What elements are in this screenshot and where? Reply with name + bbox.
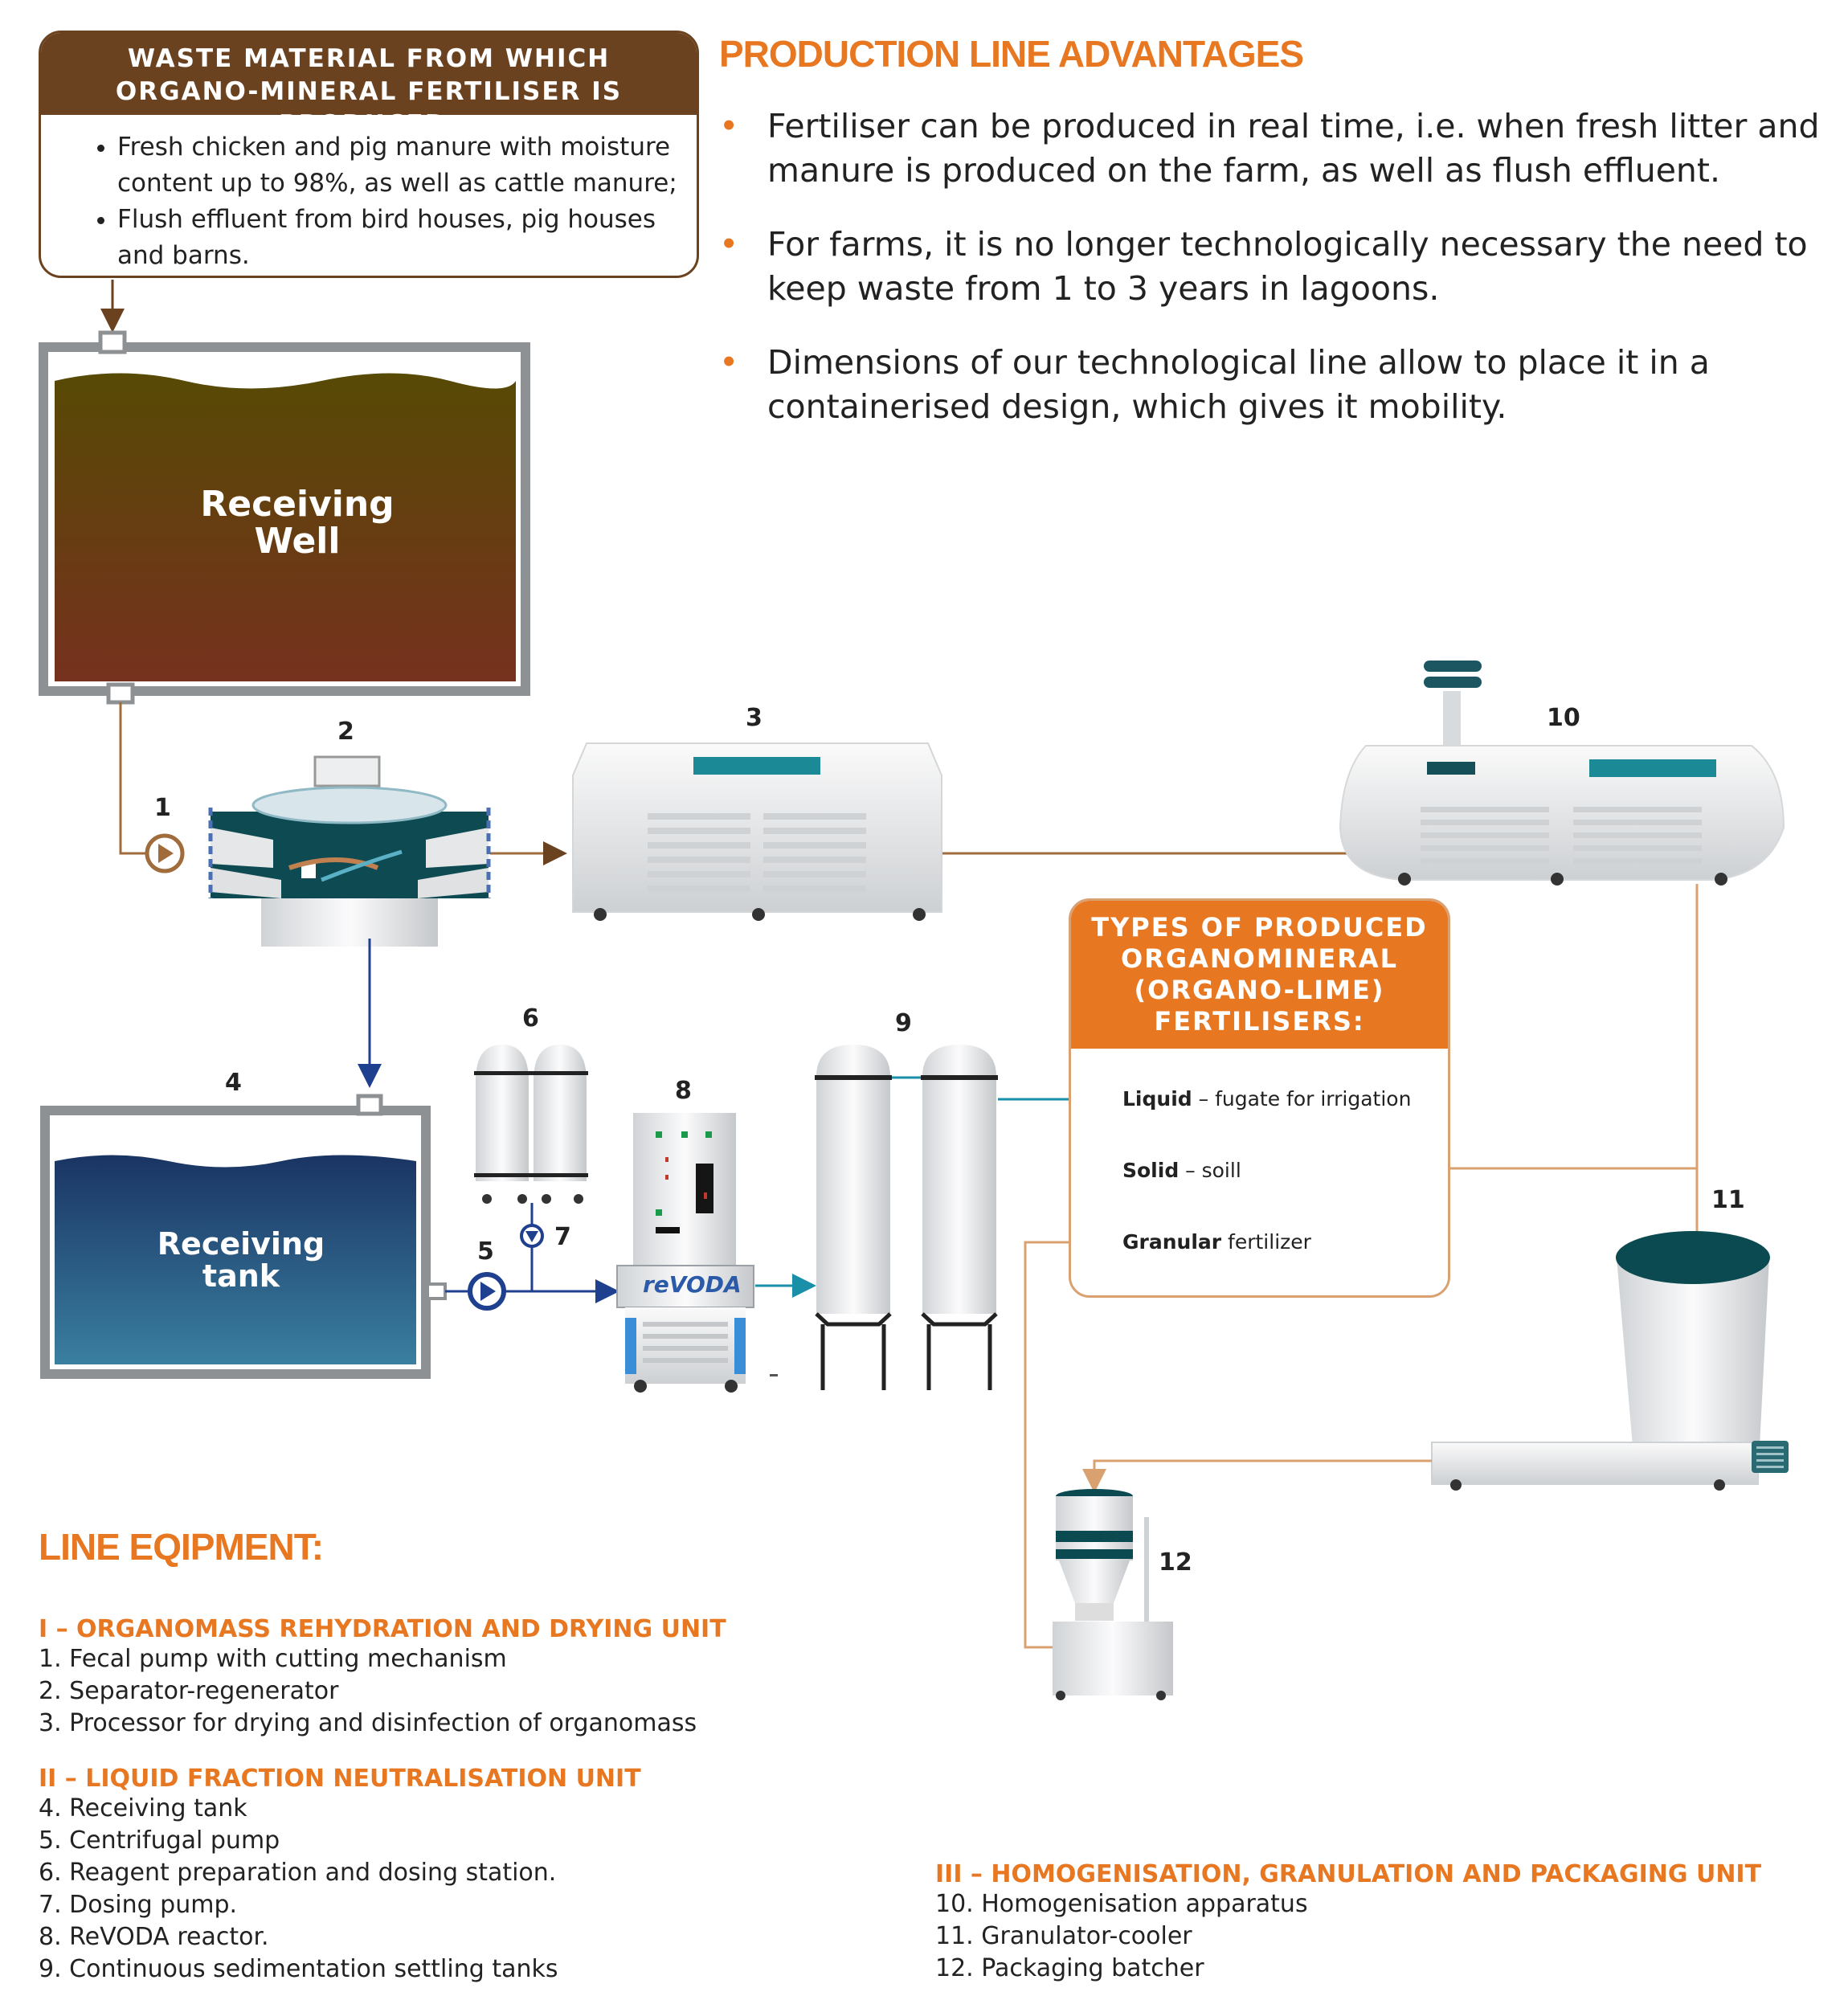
- copper-line-11-12: [1082, 1459, 1432, 1493]
- list-item: Dimensions of our technological line all…: [719, 341, 1828, 429]
- waste-box-title: WASTE MATERIAL FROM WHICH ORGANO-MINERAL…: [41, 33, 697, 139]
- centrifugal-pump: [468, 1272, 506, 1311]
- revoda-reactor: [616, 1113, 778, 1393]
- list-item: 10. Homogenisation apparatus: [935, 1890, 1308, 1918]
- list-item: 9. Continuous sedimentation settling tan…: [39, 1955, 558, 1983]
- list-item: 1. Fecal pump with cutting mechanism: [39, 1645, 507, 1673]
- label-8: 8: [675, 1077, 692, 1105]
- receiving-tank: [40, 1094, 447, 1379]
- label-5: 5: [477, 1237, 494, 1266]
- list-item: Fresh chicken and pig manure with moistu…: [117, 129, 681, 202]
- separator-regenerator: [208, 755, 491, 947]
- types-box-title: TYPES OF PRODUCED ORGANOMINERAL (ORGANO-…: [1071, 901, 1448, 1049]
- label-11: 11: [1711, 1186, 1745, 1214]
- advantages-list: Fertiliser can be produced in real time,…: [719, 104, 1828, 459]
- label-9: 9: [895, 1009, 912, 1037]
- processor-dryer: [572, 742, 942, 921]
- group-heading: III – HOMOGENISATION, GRANULATION AND PA…: [935, 1860, 1762, 1888]
- homogenisation-apparatus: [1339, 661, 1785, 886]
- list-item: Flush effluent from bird houses, pig hou…: [117, 202, 681, 274]
- brown-pipe: [119, 702, 153, 855]
- equipment-group-1: I – ORGANOMASS REHYDRATION AND DRYING UN…: [39, 1615, 726, 1740]
- waste-material-box: WASTE MATERIAL FROM WHICH ORGANO-MINERAL…: [39, 31, 699, 278]
- list-item: 5. Centrifugal pump: [39, 1826, 280, 1855]
- group-heading: I – ORGANOMASS REHYDRATION AND DRYING UN…: [39, 1615, 726, 1643]
- granulator-cooler: [1431, 1231, 1789, 1491]
- type-solid: Solid – soill: [1122, 1159, 1241, 1182]
- list-item: Fertiliser can be produced in real time,…: [719, 104, 1828, 193]
- type-liquid: Liquid – fugate for irrigation: [1122, 1087, 1412, 1111]
- equipment-group-2: II – LIQUID FRACTION NEUTRALISATION UNIT…: [39, 1765, 641, 1986]
- list-item: 6. Reagent preparation and dosing statio…: [39, 1859, 557, 1887]
- label-12: 12: [1159, 1548, 1192, 1577]
- list-item: 4. Receiving tank: [39, 1794, 247, 1822]
- list-item: 8. ReVODA reactor.: [39, 1923, 269, 1951]
- advantages-title: PRODUCTION LINE ADVANTAGES: [719, 33, 1304, 75]
- type-granular: Granular fertilizer: [1122, 1230, 1311, 1254]
- list-item: 2. Separator-regenerator: [39, 1677, 339, 1705]
- copper-line-granular: [1024, 1230, 1106, 1649]
- equipment-group-3: III – HOMOGENISATION, GRANULATION AND PA…: [935, 1860, 1761, 1985]
- label-4: 4: [225, 1069, 242, 1097]
- label-10: 10: [1547, 704, 1580, 732]
- reagent-station: [474, 1045, 588, 1204]
- list-item: 7. Dosing pump.: [39, 1891, 238, 1919]
- list-item: 12. Packaging batcher: [935, 1954, 1204, 1982]
- revoda-logo: reVODA: [643, 1271, 742, 1298]
- label-3: 3: [746, 704, 763, 732]
- packaging-batcher: [1053, 1489, 1173, 1700]
- label-1: 1: [154, 794, 171, 822]
- label-6: 6: [522, 1004, 539, 1033]
- receiving-tank-label: Receiving tank: [157, 1226, 325, 1294]
- settling-tanks: [815, 1045, 998, 1390]
- label-7: 7: [554, 1223, 571, 1251]
- label-2: 2: [337, 718, 354, 746]
- list-item: 11. Granulator-cooler: [935, 1922, 1192, 1950]
- fertiliser-types-box: TYPES OF PRODUCED ORGANOMINERAL (ORGANO-…: [1069, 898, 1450, 1298]
- fecal-pump: [145, 833, 185, 873]
- dosing-pump: [520, 1224, 544, 1248]
- list-item: For farms, it is no longer technological…: [719, 223, 1828, 311]
- waste-list: Fresh chicken and pig manure with moistu…: [41, 115, 697, 274]
- group-heading: II – LIQUID FRACTION NEUTRALISATION UNIT: [39, 1765, 641, 1793]
- receiving-well-label: Receiving Well: [200, 484, 395, 562]
- list-item: 3. Processor for drying and disinfection…: [39, 1709, 697, 1737]
- equipment-title: LINE EQIPMENT:: [39, 1526, 324, 1568]
